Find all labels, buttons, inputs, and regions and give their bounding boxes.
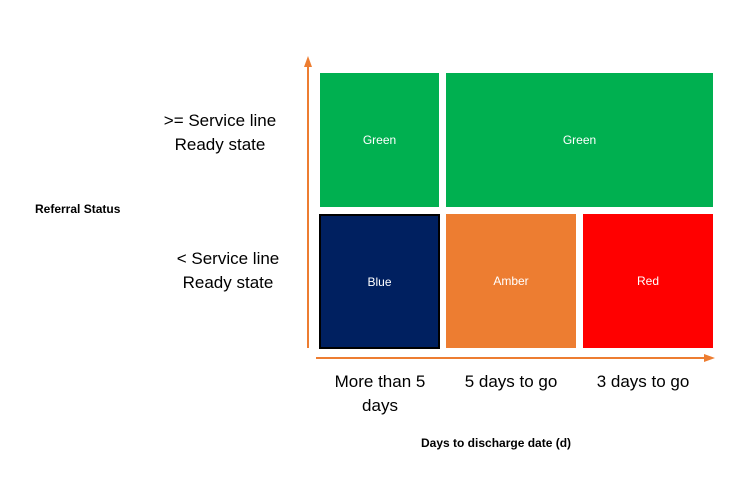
cell-green-more-than-5-days: Green	[320, 73, 439, 207]
column-label-5-days: 5 days to go	[464, 372, 558, 391]
cell-red: Red	[583, 214, 713, 348]
column-label-3-days: 3 days to go	[596, 372, 690, 391]
column-label-more-than-5-days: More than 5 days	[334, 372, 426, 415]
row-label-ready: >= Service line Ready state	[163, 111, 277, 154]
cell-label: Blue	[367, 274, 392, 289]
y-axis-arrow	[304, 56, 312, 67]
cell-label: Green	[562, 133, 597, 147]
cell-green-5-and-3-days: Green	[446, 73, 713, 207]
x-axis-title: Days to discharge date (d)	[421, 436, 572, 450]
cell-amber: Amber	[446, 214, 576, 348]
y-axis-title: Referral Status	[35, 202, 121, 216]
cell-label: Red	[636, 274, 659, 288]
cell-label: Green	[362, 133, 397, 147]
cell-label: Amber	[493, 274, 529, 288]
cell-blue: Blue	[319, 214, 440, 349]
row-label-not-ready: < Service line Ready state	[176, 249, 280, 292]
x-axis-arrow	[704, 354, 715, 362]
